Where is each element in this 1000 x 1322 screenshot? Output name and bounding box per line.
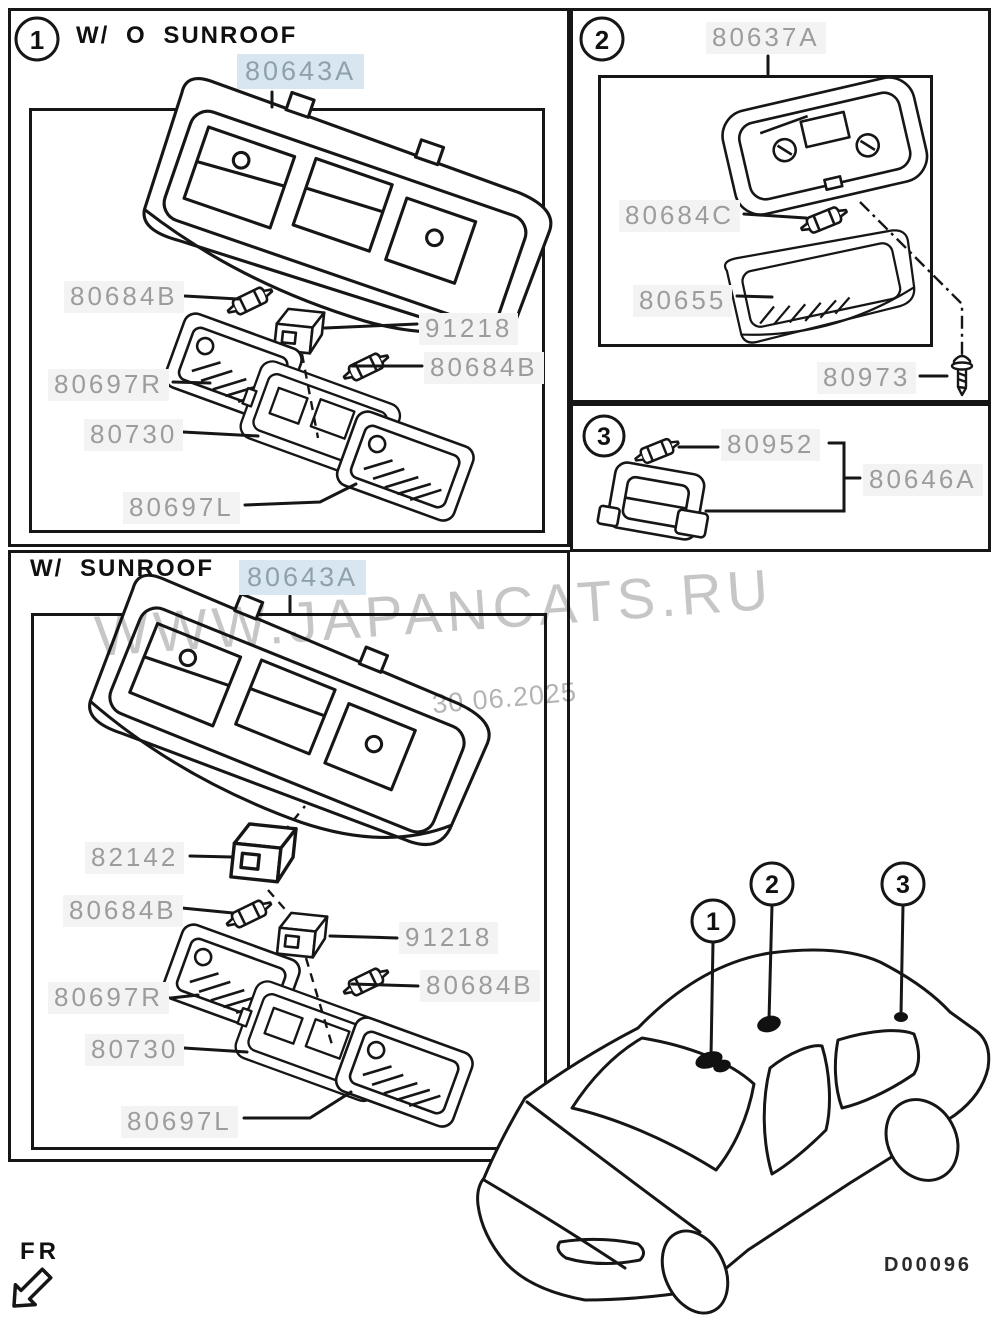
s1-part-housing[interactable]: 80730	[84, 419, 184, 451]
s4-part-bulb-left[interactable]: 80684B	[63, 895, 183, 927]
section1-number-circle	[14, 16, 60, 62]
car-location-art: 1 2 3	[476, 861, 991, 1315]
festoon-bulb-icon	[631, 434, 683, 468]
location-dot-2	[757, 1015, 781, 1033]
s4-part-housing[interactable]: 80730	[85, 1034, 185, 1066]
section4-frame	[8, 550, 570, 1162]
car-callout-circle-3	[880, 861, 926, 907]
section2-frame	[570, 8, 991, 403]
section3-art: 3	[582, 414, 862, 545]
luggage-lamp-drawing	[595, 457, 717, 545]
car-front-window	[762, 1044, 831, 1176]
car-rear-window	[833, 1029, 920, 1110]
location-dot-3	[894, 1012, 908, 1022]
bulb-icon	[339, 962, 393, 1002]
s3-part-bulb[interactable]: 80952	[721, 429, 821, 461]
section4-parts-box	[31, 613, 547, 1150]
car-front-wheel	[660, 1229, 730, 1315]
s2-assembly-part-number[interactable]: 80637A	[706, 22, 826, 54]
diagram-code: D00096	[884, 1254, 973, 1276]
s1-assembly-part-number[interactable]: 80643A	[237, 54, 365, 90]
s1-part-lens-right[interactable]: 80697R	[48, 369, 170, 401]
s3-part-lamp[interactable]: 80646A	[863, 464, 983, 496]
lamp-lens-drawing	[722, 221, 924, 347]
section1-number: 1	[30, 25, 44, 55]
s2-part-lens[interactable]: 80655	[633, 285, 733, 317]
section3-frame	[570, 403, 991, 552]
car-callout-1: 1	[706, 908, 720, 936]
section3-number-circle	[582, 414, 626, 458]
s1-part-lens-left[interactable]: 80697L	[123, 492, 240, 524]
section1-art: 1	[14, 16, 567, 526]
switch-drawing	[275, 910, 329, 960]
bulb-icon	[223, 281, 277, 321]
s4-assembly-part-number[interactable]: 80643A	[239, 560, 367, 596]
section2-number: 2	[595, 25, 609, 55]
sunroof-switch-drawing	[229, 820, 298, 885]
section4-title: W/ SUNROOF	[30, 555, 214, 582]
s4-part-lens-right[interactable]: 80697R	[48, 982, 170, 1014]
fr-direction-arrow-icon	[12, 1267, 53, 1308]
section1-frame	[8, 8, 570, 547]
s1-part-switch[interactable]: 91218	[419, 313, 519, 345]
s2-part-bulb[interactable]: 80684C	[619, 200, 741, 232]
section3-number: 3	[597, 423, 611, 451]
screw-icon	[950, 354, 974, 397]
lens-left-drawing	[331, 1012, 478, 1132]
section2-parts-box	[598, 75, 933, 347]
section1-title: W/ O SUNROOF	[76, 22, 298, 49]
s4-part-switch[interactable]: 91218	[399, 922, 499, 954]
s1-part-bulb-right[interactable]: 80684B	[424, 352, 544, 384]
s4-part-bulb-right[interactable]: 80684B	[420, 970, 540, 1002]
car-callout-circle-2	[749, 861, 795, 907]
s4-part-sunroof-switch[interactable]: 82142	[85, 842, 185, 874]
section4-art	[73, 553, 507, 1132]
car-rear-wheel	[884, 1098, 960, 1182]
section2-number-circle	[579, 16, 625, 62]
section2-art: 2	[579, 16, 974, 397]
s4-part-lens-left[interactable]: 80697L	[121, 1106, 238, 1138]
car-callout-2: 2	[765, 871, 779, 899]
bulb-icon	[797, 202, 851, 238]
car-callout-3: 3	[896, 871, 910, 899]
car-headlight	[556, 1237, 645, 1266]
car-callout-circle-1	[690, 898, 736, 944]
map-lamp-housing-drawing	[716, 71, 934, 222]
fr-label: FR	[20, 1238, 60, 1265]
s1-part-bulb-left[interactable]: 80684B	[64, 281, 184, 313]
location-dot-1b	[713, 1059, 731, 1073]
lens-left-drawing	[332, 406, 479, 526]
s2-part-screw[interactable]: 80973	[817, 362, 917, 394]
